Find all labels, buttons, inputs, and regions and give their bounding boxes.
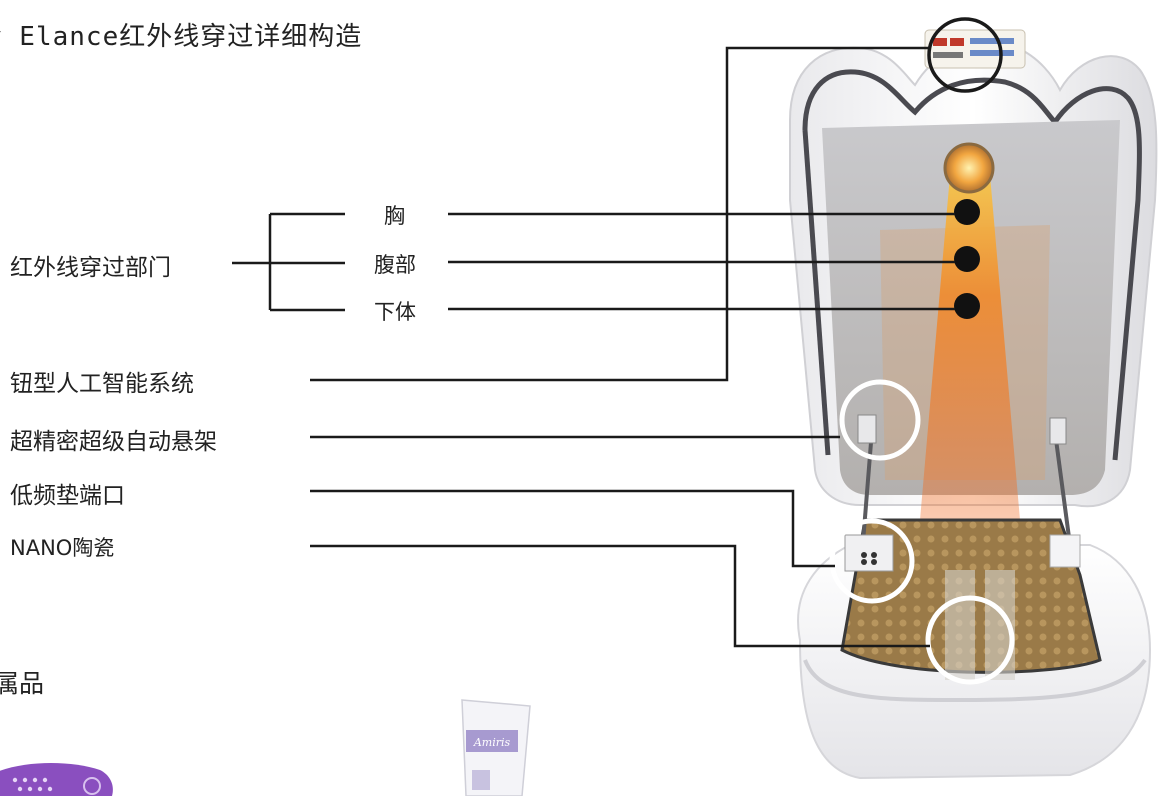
zone-leaders — [448, 212, 955, 311]
highlight-suspension — [839, 379, 921, 461]
page-title: y Elance红外线穿过详细构造 — [0, 22, 363, 52]
feature-ai-system-label: 钮型人工智能系统 — [10, 371, 194, 397]
accessories-heading: 属品 — [0, 669, 45, 698]
feature-suspension-label: 超精密超级自动悬架 — [10, 429, 217, 455]
zone-dot-lower-body — [954, 293, 980, 319]
lamp — [943, 142, 995, 194]
feature-nano-ceramic-label: NANO陶瓷 — [10, 536, 115, 560]
pad-port-block — [844, 534, 894, 572]
purple-mat-accessory — [0, 763, 113, 796]
highlight-pad-port — [829, 518, 915, 604]
lid-seal — [802, 69, 1142, 461]
zone-chest-label: 胸 — [384, 204, 405, 228]
tub-rim — [803, 658, 1147, 703]
control-panel — [924, 29, 1026, 69]
cream-tube-accessory: Amiris — [461, 699, 531, 796]
zone-bracket — [232, 212, 345, 312]
zone-dot-chest — [954, 199, 980, 225]
zone-lower-body-label: 下体 — [374, 300, 416, 324]
feature-leaders — [310, 46, 930, 648]
infrared-zone-label: 红外线穿过部门 — [10, 255, 171, 281]
zone-dot-abdomen — [954, 246, 980, 272]
zone-abdomen-label: 腹部 — [374, 253, 416, 277]
tube-brand-text: Amiris — [473, 736, 511, 749]
highlight-nano-ceramic — [925, 595, 1015, 685]
feature-pad-port-label: 低频垫端口 — [10, 483, 125, 509]
highlight-control-panel — [927, 17, 1003, 93]
